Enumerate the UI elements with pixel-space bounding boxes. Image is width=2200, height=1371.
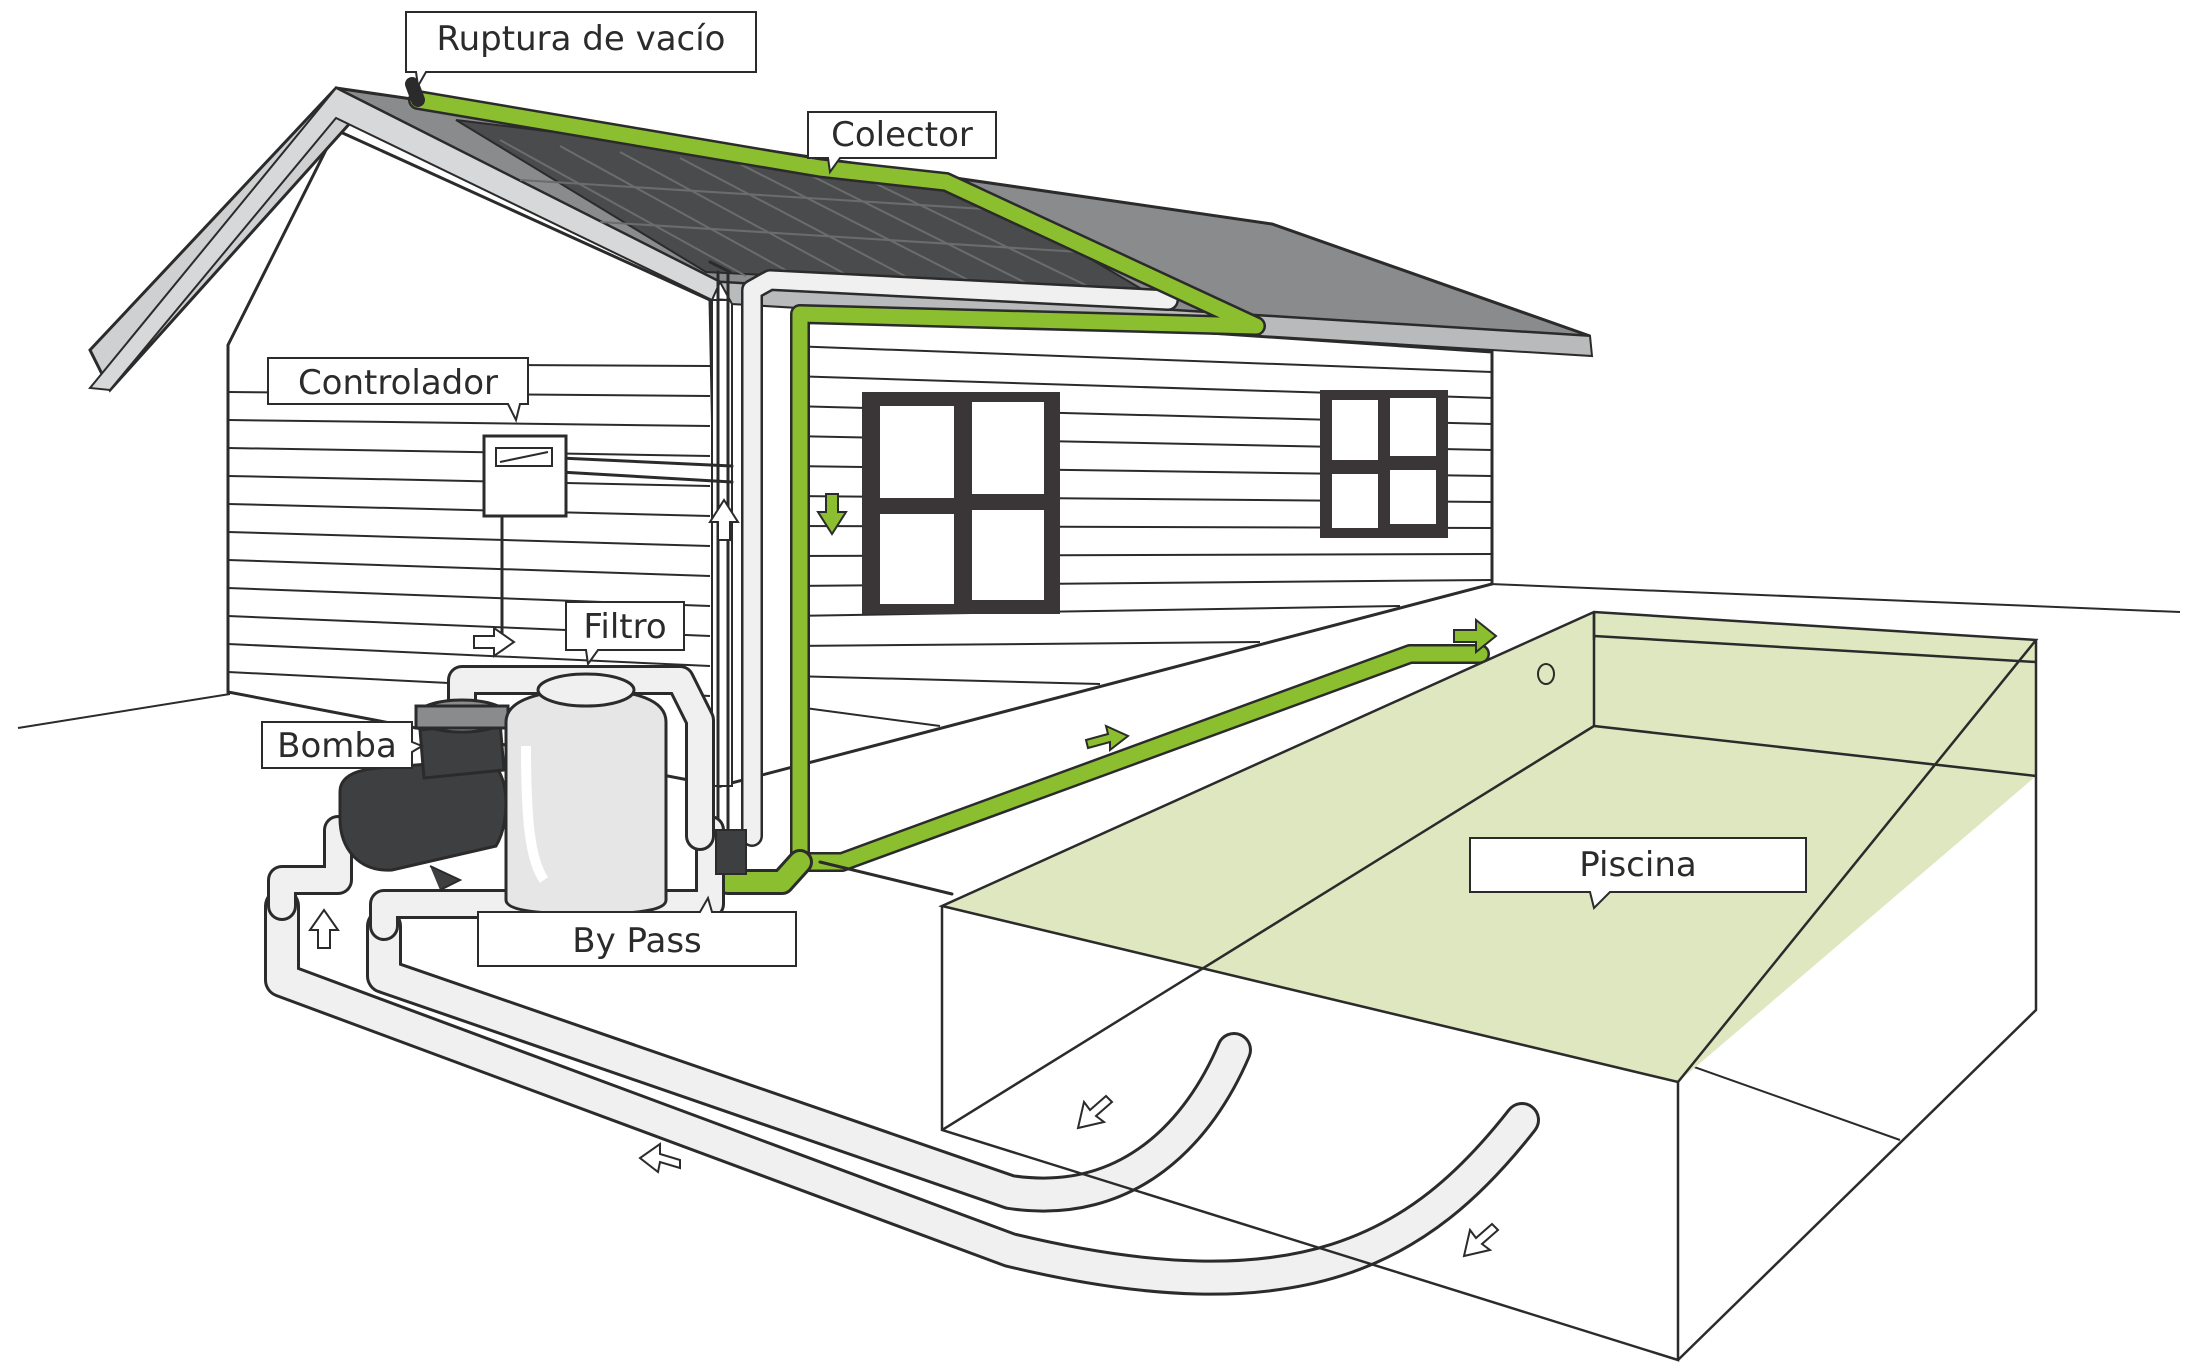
pipes [264,77,1540,1296]
arrow-pump-up [308,908,340,949]
house [88,85,1594,788]
controller-box [482,434,568,518]
label-bomba-text: Bomba [277,726,397,766]
arrow-drain-1 [1076,1094,1114,1130]
flow-arrows [308,493,1500,1258]
arrow-cold-up [708,498,740,541]
siding-gable [227,363,711,697]
label-bomba: Bomba [261,721,425,769]
label-bypass: By Pass [477,895,797,967]
label-filtro-text: Filtro [583,607,666,647]
arrow-hot-right-1 [1084,724,1130,753]
arrow-cold-right [473,626,516,658]
label-controlador: Controlador [267,357,529,423]
label-bypass-text: By Pass [572,921,702,961]
label-controlador-text: Controlador [298,363,498,403]
bypass-valve [715,829,747,875]
filter [504,672,668,916]
label-filtro: Filtro [565,601,685,667]
arrow-hot-right-2 [1453,617,1498,655]
label-colector-text: Colector [831,115,973,155]
arrow-return-left [638,1142,681,1174]
label-colector: Colector [807,111,997,175]
pump [338,698,510,891]
pool [938,610,2039,1362]
arrow-drain-2 [1462,1222,1500,1258]
label-piscina: Piscina [1469,837,1807,910]
label-ruptura: Ruptura de vacío [405,11,757,90]
window-left [862,392,1060,614]
window-right [1320,390,1448,538]
label-piscina-text: Piscina [1579,845,1696,885]
roof-gable-inner [88,86,722,392]
arrow-hot-down [816,493,848,536]
label-ruptura-text: Ruptura de vacío [437,19,726,59]
